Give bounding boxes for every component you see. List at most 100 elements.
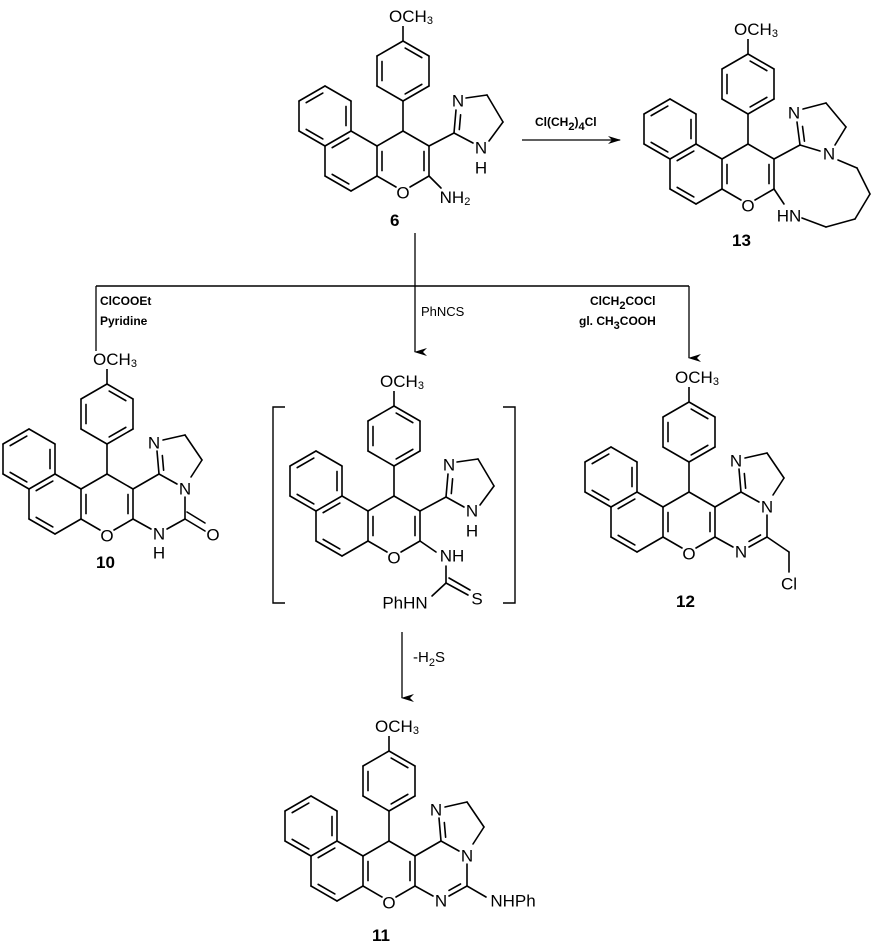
nh-n-label: N — [153, 525, 165, 544]
carbonyl-double-bond — [186, 511, 206, 524]
bond — [388, 840, 416, 857]
bridge-n-label: N — [461, 847, 473, 866]
imidazoline-n-label: N — [443, 456, 455, 475]
anisyl-bond — [80, 428, 108, 445]
bond — [336, 885, 364, 902]
bond — [445, 496, 465, 508]
bond — [28, 518, 56, 535]
bond — [289, 450, 317, 467]
double-bond-inner — [591, 453, 610, 465]
bond — [341, 495, 369, 512]
bond — [298, 85, 326, 102]
bond — [324, 85, 352, 102]
bond — [773, 144, 801, 160]
reagent-to-12: ClCH2COCl gl. CH3COOH — [579, 294, 656, 332]
double-bond-inner — [35, 480, 54, 492]
bracket-right — [503, 406, 516, 604]
anisyl-bond — [721, 98, 749, 115]
bond — [610, 491, 638, 508]
bond — [367, 495, 395, 512]
bond — [28, 428, 56, 445]
bond — [747, 143, 775, 160]
bond — [796, 121, 801, 146]
amine-label: NH2 — [440, 188, 471, 209]
nh-h-label: H — [153, 544, 165, 563]
bond — [162, 434, 186, 441]
bond — [456, 458, 479, 463]
anisyl-bond — [367, 405, 395, 422]
molecules: OCH3ONNHNH2OCH3ONNHNOCH3ONNNHOOCH3ONNNCl… — [2, 7, 871, 913]
nhph-label: NHPh — [490, 892, 535, 911]
anisyl-bond — [721, 53, 749, 70]
double-bond-inner — [108, 426, 127, 438]
bond — [714, 491, 742, 508]
anisyl-bond — [106, 383, 134, 400]
double-bond-inner — [161, 454, 165, 472]
bond — [402, 130, 430, 147]
thione-double-bond — [448, 577, 471, 591]
bond — [284, 795, 312, 812]
double-bond-inner — [395, 448, 414, 460]
bond — [341, 540, 369, 557]
reagent-pyridine: Pyridine — [100, 314, 148, 328]
bond — [636, 491, 664, 508]
double-bond-inner — [617, 534, 636, 546]
double-bond-inner — [801, 125, 806, 142]
anisyl-bond — [402, 40, 430, 57]
double-bond-inner — [291, 802, 310, 814]
bond — [453, 132, 474, 144]
label-mask — [377, 373, 427, 391]
double-bond-inner — [404, 47, 423, 59]
double-bond-inner — [9, 471, 28, 483]
bond — [488, 121, 504, 142]
bond — [315, 540, 343, 557]
bond — [472, 826, 485, 845]
double-bond-inner — [617, 498, 636, 510]
double-bond-inner — [690, 444, 709, 456]
imidazoline-nh-label: N — [475, 139, 487, 158]
bond — [166, 518, 186, 530]
imidazoline-n-label: N — [730, 452, 742, 471]
double-bond-inner — [748, 534, 762, 543]
ring-oxygen-label: O — [387, 549, 400, 568]
double-bond-inner — [322, 502, 341, 514]
bond — [856, 167, 871, 195]
bond — [662, 491, 690, 508]
bond — [54, 518, 82, 535]
bond — [310, 885, 338, 902]
bond — [477, 458, 495, 487]
double-bond-inner — [743, 472, 747, 490]
svg-text:-H2S: -H2S — [413, 649, 445, 669]
bond — [721, 143, 749, 160]
label-mask — [672, 369, 722, 387]
anisyl-bond — [362, 750, 390, 767]
chlorine-label: Cl — [781, 575, 797, 594]
double-bond-inner — [390, 793, 409, 805]
intermediate-bracket — [272, 406, 516, 604]
bond — [362, 840, 390, 857]
imidazoline-n-label: N — [148, 434, 160, 453]
bond — [80, 518, 101, 531]
anisyl-bond — [662, 446, 690, 463]
bond — [80, 473, 108, 490]
bond — [350, 175, 378, 192]
bond — [158, 473, 178, 485]
bond — [324, 130, 352, 147]
pyrimidine-n-label: N — [735, 543, 747, 562]
bond — [486, 94, 504, 123]
bond — [106, 473, 134, 490]
svg-text:gl. CH3COOH: gl. CH3COOH — [579, 314, 656, 332]
bond — [773, 188, 785, 205]
bond — [466, 801, 485, 828]
imidazoline-nh-label: N — [466, 502, 478, 521]
bond — [688, 491, 716, 508]
anisyl-bond — [362, 795, 390, 812]
bond — [738, 468, 742, 493]
branch-lines — [95, 233, 701, 702]
imidazoline-h-label: H — [475, 159, 487, 178]
reagent-phncs: PhNCS — [421, 304, 465, 319]
bond — [428, 175, 442, 189]
ring-oxygen-label: O — [682, 545, 695, 564]
